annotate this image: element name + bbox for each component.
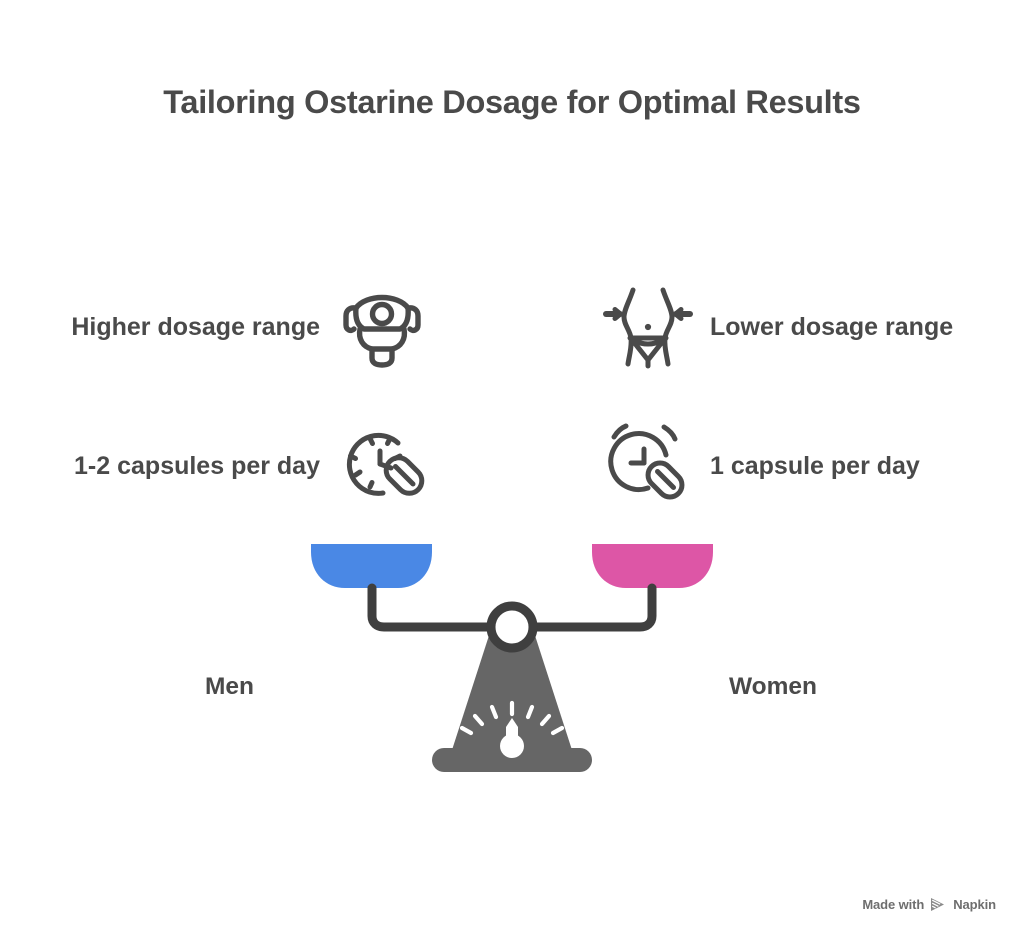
muscular-torso-icon	[334, 283, 430, 371]
scale-column	[452, 620, 572, 750]
feature-label: Lower dosage range	[710, 312, 954, 341]
feature-label: Higher dosage range	[71, 312, 320, 341]
side-label-women: Women	[729, 673, 818, 700]
feature-men-dosage-range: Higher dosage range	[60, 283, 430, 371]
scale-pan-women	[592, 544, 713, 588]
watermark-made-with-text: Made with	[862, 897, 925, 912]
watermark-brand-text: Napkin	[953, 897, 996, 912]
napkin-logo-icon	[931, 898, 945, 911]
feature-label: 1 capsule per day	[710, 451, 920, 480]
feature-men-daily-dose: 1-2 capsules per day	[50, 422, 430, 510]
side-label-men: Men	[205, 673, 254, 700]
scale-base	[432, 748, 592, 772]
alarm-clock-capsule-icon	[600, 422, 696, 510]
scale-arm-left	[367, 583, 517, 632]
slim-waist-icon	[600, 283, 696, 371]
scale-pan-men	[311, 544, 432, 588]
scale-arm-right	[507, 583, 657, 632]
page-title: Tailoring Ostarine Dosage for Optimal Re…	[163, 84, 861, 120]
feature-women-daily-dose: 1 capsule per day	[600, 422, 972, 510]
feature-women-dosage-range: Lower dosage range	[600, 283, 972, 371]
scale-gauge-rays	[459, 700, 565, 736]
scale-pivot	[486, 601, 538, 653]
clock-capsule-icon	[334, 422, 430, 510]
balance-scale-graphic	[311, 544, 713, 772]
napkin-watermark[interactable]: Made with Napkin	[862, 897, 996, 912]
feature-label: 1-2 capsules per day	[74, 451, 320, 480]
scale-gauge-hub	[500, 734, 524, 758]
